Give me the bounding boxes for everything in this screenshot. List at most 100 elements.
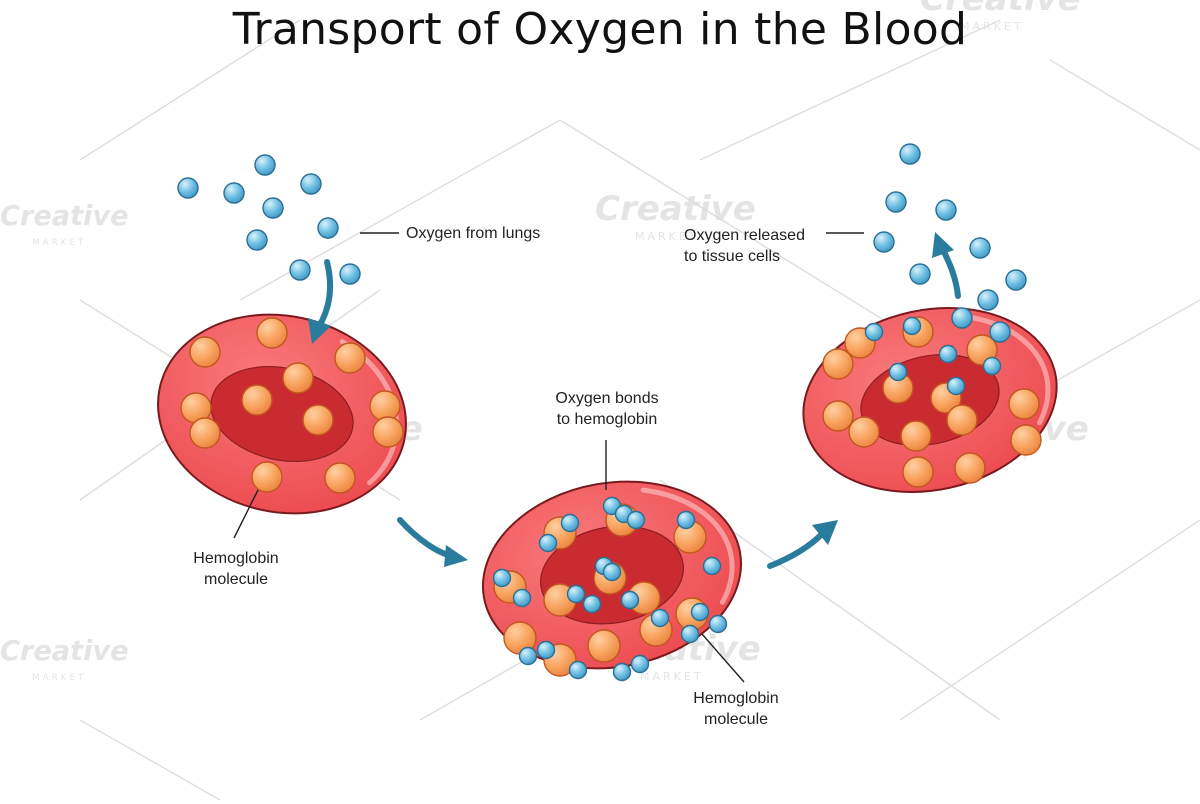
- oxygen-molecule: [538, 533, 558, 553]
- label-line: Hemoglobin: [693, 690, 779, 707]
- hemoglobin-molecule: [251, 461, 283, 493]
- watermark-sub: MARKET: [635, 230, 699, 243]
- oxygen-molecule: [989, 321, 1011, 343]
- watermark-sub: MARKET: [640, 670, 704, 683]
- oxygen-molecule: [262, 197, 284, 219]
- oxygen-molecule: [902, 316, 922, 336]
- hemoglobin-molecule: [324, 462, 356, 494]
- oxygen-molecule: [690, 602, 710, 622]
- arrow-release-up: [941, 249, 961, 299]
- oxygen-molecule: [938, 344, 958, 364]
- watermark-brand: Creative: [595, 189, 756, 229]
- arrow-cell2-to-cell3: [767, 531, 825, 569]
- oxygen-molecule: [602, 562, 622, 582]
- oxygen-molecule: [1005, 269, 1027, 291]
- hemoglobin-molecule: [1008, 388, 1040, 420]
- oxygen-molecule: [935, 199, 957, 221]
- arrow-down-into-cell: [315, 259, 333, 331]
- hemoglobin-molecule: [241, 384, 273, 416]
- leader-lines: [233, 232, 864, 683]
- hemoglobin-molecule: [587, 629, 621, 663]
- oxygen-molecule: [888, 362, 908, 382]
- page-title: Transport of Oxygen in the Blood: [232, 4, 968, 55]
- watermark-sub: MARKET: [32, 238, 86, 248]
- label-line: to tissue cells: [684, 248, 781, 265]
- oxygen-molecule: [612, 662, 632, 682]
- hemoglobin-group-left: [180, 317, 404, 494]
- arrows: [308, 232, 961, 569]
- label-oxygen-released: Oxygen released to tissue cells: [684, 225, 805, 267]
- oxygen-molecule: [676, 510, 696, 530]
- hemoglobin-molecule: [334, 342, 366, 374]
- oxygen-molecule: [951, 307, 973, 329]
- cell-highlight: [640, 487, 735, 605]
- cell-highlight: [955, 313, 1051, 426]
- arrow-cell1-to-cell2: [397, 517, 455, 559]
- hemoglobin-molecule: [1010, 424, 1042, 456]
- hemoglobin-molecule: [954, 452, 986, 484]
- arrow-cell2-to-cell3-head: [812, 520, 838, 545]
- label-hemoglobin-molecule-left: Hemoglobin molecule: [166, 548, 306, 590]
- hemoglobin-molecule: [256, 317, 288, 349]
- oxygen-molecule: [873, 231, 895, 253]
- label-oxygen-bonds: Oxygen bonds to hemoglobin: [532, 388, 682, 430]
- oxygen-molecule: [566, 584, 586, 604]
- hemoglobin-molecule: [189, 336, 221, 368]
- hemoglobin-molecule: [372, 416, 404, 448]
- watermark-sub: MARKET: [960, 20, 1024, 33]
- oxygen-molecule: [630, 654, 650, 674]
- oxygen-molecule: [289, 259, 311, 281]
- oxygen-molecule: [492, 568, 512, 588]
- hemoglobin-group-right: [822, 316, 1042, 488]
- oxygen-molecule: [680, 624, 700, 644]
- oxygen-molecule: [626, 510, 646, 530]
- oxygen-molecule: [946, 376, 966, 396]
- oxygen-molecule: [620, 590, 640, 610]
- oxygen-molecule: [317, 217, 339, 239]
- hemoglobin-molecule: [946, 404, 978, 436]
- oxygen-molecule: [518, 646, 538, 666]
- free-oxygen-molecules: [177, 143, 1027, 343]
- oxygen-molecule: [864, 322, 884, 342]
- oxygen-molecule: [885, 191, 907, 213]
- oxygen-molecule: [568, 660, 588, 680]
- label-line: Hemoglobin: [193, 550, 279, 567]
- hemoglobin-molecule: [189, 417, 221, 449]
- oxygen-molecule: [560, 513, 580, 533]
- oxygen-molecule: [339, 263, 361, 285]
- label-oxygen-from-lungs: Oxygen from lungs: [406, 225, 541, 242]
- hemoglobin-molecule: [302, 404, 334, 436]
- oxygen-molecule: [246, 229, 268, 251]
- leader-hemoglobin-right: [701, 633, 745, 683]
- leader-hemoglobin-left: [233, 489, 259, 539]
- oxygen-molecule: [708, 614, 728, 634]
- label-line: to hemoglobin: [556, 411, 658, 428]
- hemoglobin-molecule: [369, 390, 401, 422]
- watermark-brand: Creative: [0, 201, 129, 232]
- oxygen-molecule: [977, 289, 999, 311]
- oxygen-molecule: [254, 154, 276, 176]
- red-blood-cells: [157, 307, 1058, 682]
- oxygen-molecule: [909, 263, 931, 285]
- hemoglobin-molecule: [822, 400, 854, 432]
- watermark-sub: MARKET: [32, 673, 86, 683]
- oxygen-molecule: [512, 588, 532, 608]
- oxygen-molecule: [223, 182, 245, 204]
- arrow-cell1-to-cell2-head: [444, 545, 468, 567]
- watermark-brand: Creative: [920, 0, 1081, 19]
- label-line: molecule: [703, 711, 769, 728]
- hemoglobin-molecule: [848, 416, 880, 448]
- hemoglobin-molecule: [822, 348, 854, 380]
- oxygen-molecule: [969, 237, 991, 259]
- watermark-brand: Creative: [0, 636, 129, 667]
- oxygen-molecule: [582, 594, 602, 614]
- oxygen-molecule: [177, 177, 199, 199]
- label-hemoglobin-molecule-right: Hemoglobin molecule: [666, 688, 806, 730]
- hemoglobin-molecule: [902, 456, 934, 488]
- arrow-release-up-head: [932, 232, 954, 258]
- oxygen-molecule: [899, 143, 921, 165]
- label-line: Oxygen bonds: [555, 390, 659, 407]
- oxygen-molecule: [536, 640, 556, 660]
